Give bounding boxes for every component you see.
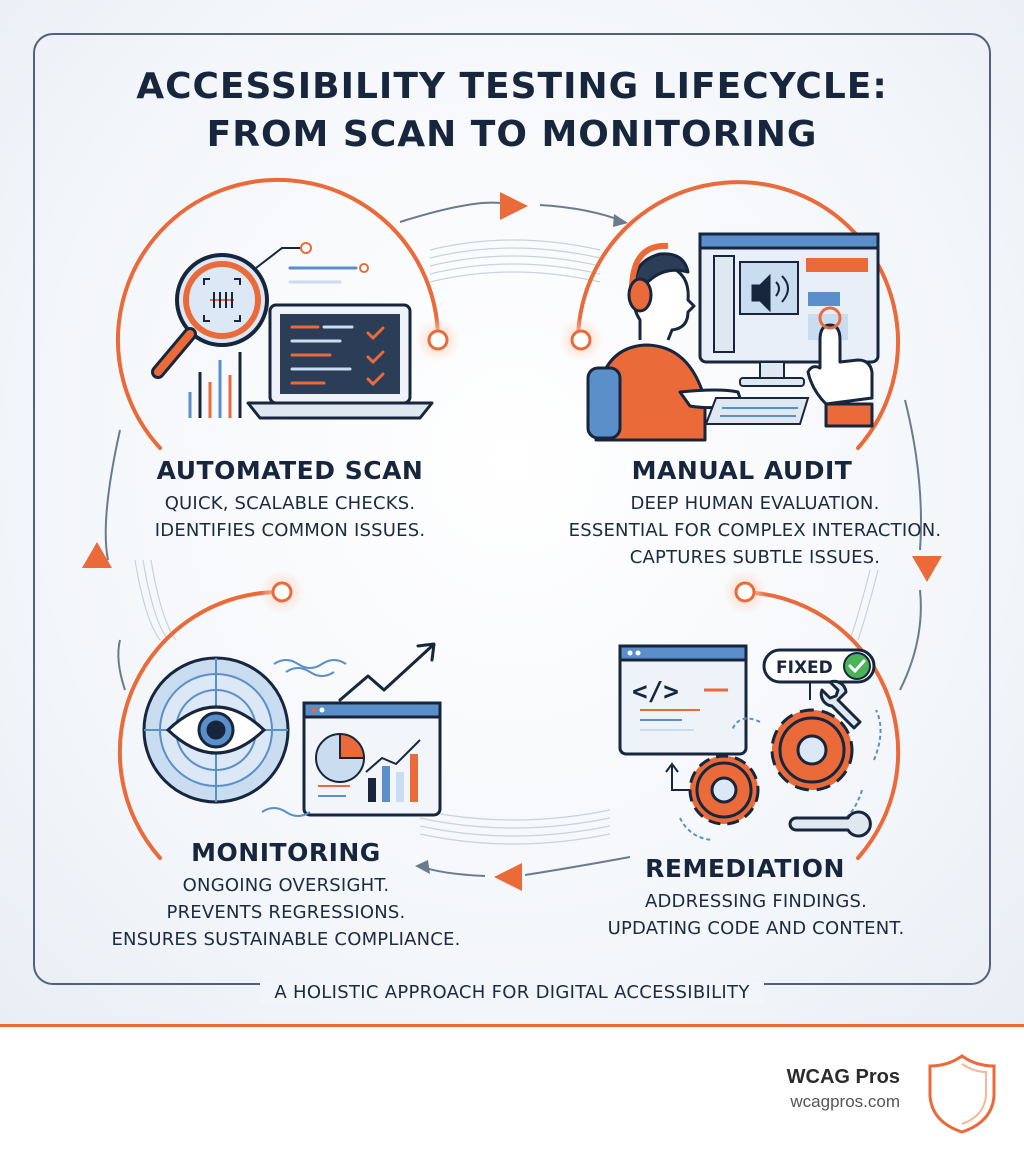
code-symbol: </> [632, 677, 679, 707]
stage-desc-manual-audit: DEEP HUMAN EVALUATION. ESSENTIAL FOR COM… [568, 493, 942, 568]
gears-icon [688, 708, 854, 826]
arrow-right-icon [500, 192, 528, 220]
brand-name: WCAG Pros [786, 1066, 900, 1088]
stage-desc-automated-scan: QUICK, SCALABLE CHECKS. IDENTIFIES COMMO… [154, 493, 426, 541]
stage-desc-monitoring: ONGOING OVERSIGHT. PREVENTS REGRESSIONS.… [111, 875, 461, 950]
eye-radar-icon [142, 656, 290, 804]
return-arrow-icon [665, 762, 690, 791]
wave-lines [261, 659, 347, 817]
arrow-right-small-icon [613, 214, 628, 227]
shield-logo-icon [928, 1054, 996, 1134]
fixed-badge-label: FIXED [776, 658, 833, 678]
stage-title-remediation: REMEDIATION [645, 854, 845, 883]
page-title-line2: FROM SCAN TO MONITORING [206, 114, 818, 155]
wrench-icon [788, 679, 872, 838]
bar-lines-icon [188, 352, 242, 418]
stage-title-monitoring: MONITORING [191, 838, 381, 867]
page-title-line1: ACCESSIBILITY TESTING LIFECYCLE: [136, 66, 888, 107]
footer-tagline: A HOLISTIC APPROACH FOR DIGITAL ACCESSIB… [0, 982, 1024, 1003]
bottom-rule [0, 1024, 1024, 1027]
trend-arrow-icon [338, 642, 436, 702]
floating-text-lines [255, 242, 369, 284]
laptop-icon [246, 303, 434, 420]
code-lines [290, 325, 354, 385]
stage-title-automated-scan: AUTOMATED SCAN [156, 456, 424, 485]
arrow-up-icon [82, 542, 112, 568]
brand-url: wcagpros.com [790, 1092, 900, 1111]
code-window-icon [618, 644, 748, 756]
pointer-hand-icon [806, 306, 874, 428]
poster-background [0, 0, 1024, 1026]
lifecycle-diagram: </> FIXED [82, 177, 942, 891]
faint-connector-lines [134, 239, 879, 845]
check-badge-icon [848, 659, 866, 674]
fixed-badge [762, 648, 876, 700]
magnifier-icon [151, 253, 269, 379]
arrow-down-icon [912, 556, 942, 582]
dashboard-icon [302, 701, 442, 817]
stage-desc-remediation: ADDRESSING FINDINGS. UPDATING CODE AND C… [607, 891, 905, 939]
stage-arcs [116, 177, 901, 860]
arrow-left-icon [494, 863, 522, 891]
keyboard-icon [704, 397, 810, 425]
stage-title-manual-audit: MANUAL AUDIT [631, 456, 853, 485]
person-headset-icon [586, 242, 744, 442]
check-icon [366, 326, 385, 387]
arrow-left-small-icon [415, 860, 430, 874]
glow-nodes [260, 318, 767, 614]
